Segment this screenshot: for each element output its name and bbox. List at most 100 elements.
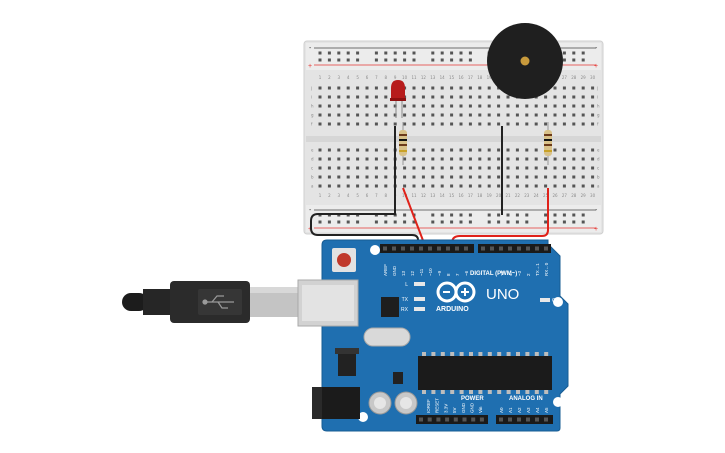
chip-pin xyxy=(478,352,483,356)
breadboard-hole xyxy=(478,148,482,152)
breadboard-hole xyxy=(544,113,548,117)
breadboard-hole xyxy=(327,104,331,108)
rail-hole xyxy=(440,58,444,62)
breadboard-hole xyxy=(572,95,576,99)
breadboard-hole xyxy=(346,166,350,170)
breadboard-hole xyxy=(534,148,538,152)
breadboard-hole xyxy=(346,122,350,126)
row-letter: i xyxy=(597,95,598,100)
breadboard-hole xyxy=(440,184,444,188)
rail-hole xyxy=(318,220,322,224)
breadboard-hole xyxy=(384,86,388,90)
breadboard-hole xyxy=(374,184,378,188)
pin-label: GND xyxy=(461,402,466,413)
breadboard-hole xyxy=(318,166,322,170)
breadboard-hole xyxy=(525,148,529,152)
chip-pin xyxy=(534,390,539,394)
breadboard-hole xyxy=(440,95,444,99)
breadboard-hole xyxy=(337,95,341,99)
rail-hole xyxy=(374,51,378,55)
header-pin xyxy=(419,246,423,251)
breadboard-hole xyxy=(421,175,425,179)
breadboard-hole xyxy=(431,166,435,170)
breadboard-hole xyxy=(581,95,585,99)
breadboard-hole xyxy=(468,86,472,90)
breadboard-hole xyxy=(327,175,331,179)
pin-label: 5V xyxy=(452,407,457,413)
analog-header[interactable] xyxy=(496,415,553,424)
breadboard-hole xyxy=(450,86,454,90)
breadboard-hole xyxy=(553,104,557,108)
rail-hole xyxy=(581,220,585,224)
breadboard-hole xyxy=(572,184,576,188)
breadboard-hole xyxy=(440,104,444,108)
column-label: 18 xyxy=(477,75,483,80)
arduino-uno[interactable]: L TX RX ON ARDUINO UNO DIGITAL (PWM~) PO… xyxy=(297,239,569,432)
rail-hole xyxy=(553,220,557,224)
rail-hole xyxy=(562,58,566,62)
breadboard-hole xyxy=(581,104,585,108)
breadboard-hole xyxy=(337,122,341,126)
breadboard-hole xyxy=(515,148,519,152)
mount-hole-bottom-left xyxy=(358,412,368,422)
column-label: 27 xyxy=(562,75,568,80)
resistor-led-band-2 xyxy=(399,139,407,141)
header-pin xyxy=(544,417,548,422)
breadboard-hole xyxy=(337,157,341,161)
breadboard-hole xyxy=(384,104,388,108)
breadboard-hole xyxy=(534,113,538,117)
breadboard-hole xyxy=(450,166,454,170)
breadboard-hole xyxy=(421,166,425,170)
digital-header-right[interactable] xyxy=(478,244,551,253)
breadboard-hole xyxy=(562,86,566,90)
led[interactable] xyxy=(390,80,406,118)
reset-button[interactable] xyxy=(332,248,356,272)
resistor-led-band-4 xyxy=(399,150,407,152)
header-pin xyxy=(526,417,530,422)
breadboard-hole xyxy=(450,175,454,179)
piezo-buzzer[interactable] xyxy=(487,23,563,99)
breadboard-hole xyxy=(572,175,576,179)
pin-label: A4 xyxy=(535,407,540,413)
rail-hole xyxy=(318,58,322,62)
resistor-led[interactable] xyxy=(399,122,407,165)
breadboard-hole xyxy=(468,157,472,161)
power-header[interactable] xyxy=(416,415,488,424)
pin-label: GND xyxy=(470,402,475,413)
pin-label: AREF xyxy=(383,264,388,276)
breadboard-hole xyxy=(525,175,529,179)
breadboard-hole xyxy=(421,104,425,108)
rail-hole xyxy=(544,220,548,224)
led-label-tx: TX xyxy=(402,297,409,303)
mount-hole-bottom-right xyxy=(553,397,563,407)
row-letter: d xyxy=(597,157,600,162)
column-label: 29 xyxy=(581,75,587,80)
digital-header-left[interactable] xyxy=(380,244,474,253)
breadboard-hole xyxy=(487,184,491,188)
breadboard-hole xyxy=(346,184,350,188)
breadboard-hole xyxy=(403,122,407,126)
breadboard-hole xyxy=(431,95,435,99)
breadboard-hole xyxy=(487,166,491,170)
rail-hole xyxy=(450,58,454,62)
rail-hole xyxy=(403,58,407,62)
breadboard-hole xyxy=(544,122,548,126)
rail-hole xyxy=(450,213,454,217)
header-pin xyxy=(462,417,467,422)
rail-hole xyxy=(403,213,407,217)
rail-hole xyxy=(327,58,331,62)
resistor-buzzer[interactable] xyxy=(544,122,552,165)
breadboard-hole xyxy=(412,86,416,90)
breadboard-hole xyxy=(591,184,595,188)
breadboard-hole xyxy=(440,148,444,152)
rail-hole xyxy=(384,58,388,62)
chip-pin xyxy=(506,390,511,394)
breadboard-hole xyxy=(591,157,595,161)
power-label: POWER xyxy=(461,396,484,402)
breadboard-hole xyxy=(384,166,388,170)
breadboard-hole xyxy=(591,166,595,170)
breadboard-hole xyxy=(572,166,576,170)
breadboard-hole xyxy=(374,148,378,152)
breadboard-hole xyxy=(497,95,501,99)
